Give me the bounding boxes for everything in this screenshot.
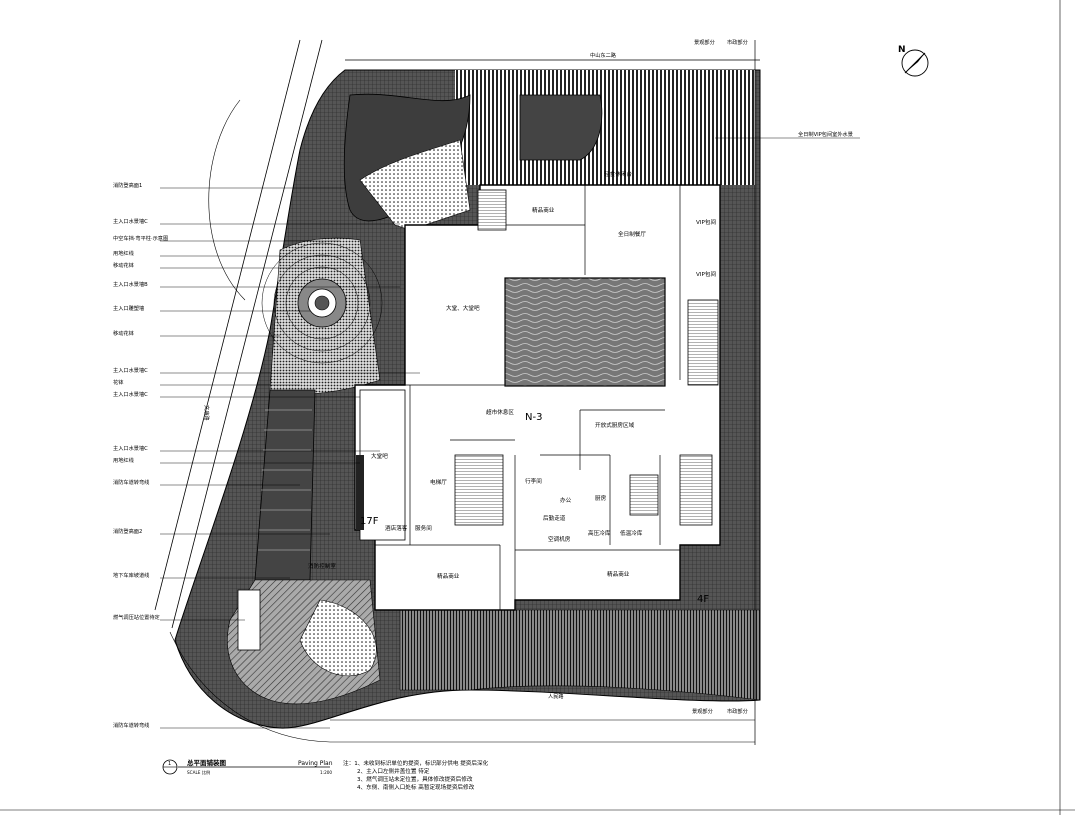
room-high-pressure: 高压冷库 xyxy=(588,529,611,537)
callout-10: 花钵 xyxy=(113,378,124,386)
title-en: Paving Plan xyxy=(298,760,333,767)
room-lobby-bar-left: 大堂吧 xyxy=(371,452,388,460)
street-south-tag-right: 市政部分 xyxy=(727,707,748,715)
title-number: 1 xyxy=(168,761,171,767)
callouts-left xyxy=(160,187,420,729)
stair-core-se xyxy=(679,454,713,526)
room-boutique-retail-top: 精品商业 xyxy=(532,206,555,214)
callout-7: 主入口雕塑墙 xyxy=(113,304,144,312)
room-ac: 空调机房 xyxy=(548,535,571,543)
north-paving-band xyxy=(455,70,755,185)
floor-4f: 4F xyxy=(697,594,709,605)
courtyard-water xyxy=(504,277,666,387)
callout-11: 主入口水景墙C xyxy=(113,390,148,398)
callout-9: 主入口水景墙C xyxy=(113,366,148,374)
zone-code: N-3 xyxy=(525,412,542,423)
note-3: 3、燃气调压站未定位置，具体修改提资后修改 xyxy=(357,775,473,783)
room-vip-2: VIP包间 xyxy=(696,270,716,278)
callout-right: 全日制VIP包间室外水景 xyxy=(798,130,853,138)
building: 精品商业 全日制餐厅 VIP包间 VIP包间 大堂、大堂吧 大堂吧 电梯厅 超市… xyxy=(308,170,721,611)
callout-5: 移动花钵 xyxy=(113,261,135,269)
room-luggage: 行李间 xyxy=(525,477,542,485)
street-south-tag-left: 景观部分 xyxy=(692,707,713,715)
street-west: 文庙路 xyxy=(203,405,211,421)
notes: 注：1、未收到标识单位的提资，标识部分供电 提资后深化 2、主入口左侧井盖位置 … xyxy=(343,759,489,791)
callout-17: 燃气调压站位置待定 xyxy=(113,613,160,621)
floor-17f: 17F xyxy=(360,516,379,527)
interior-walls xyxy=(375,185,681,610)
title-block: 1 总平面铺装图 Paving Plan SCALE 比例 1:200 xyxy=(162,758,333,776)
room-fire-control: 消防控制室 xyxy=(308,562,336,570)
north-arrow: N xyxy=(898,45,929,77)
callout-14: 消防车道转弯线 xyxy=(113,478,149,486)
room-staff-corridor: 后勤走道 xyxy=(543,514,566,522)
room-guest-area: 超市休息区 xyxy=(486,408,514,416)
callout-2: 主入口水景墙C xyxy=(113,217,148,225)
room-office: 办公 xyxy=(560,496,572,504)
note-2: 2、主入口左侧井盖位置 待定 xyxy=(357,767,430,775)
callout-1: 消防登高面1 xyxy=(113,181,142,189)
south-dotted xyxy=(299,599,377,677)
service-dark-strip xyxy=(356,455,364,530)
north-water-feature-2 xyxy=(519,94,603,161)
title-scale-value: 1:200 xyxy=(320,770,332,775)
room-service: 服务间 xyxy=(415,524,432,532)
room-open-kitchen: 开放式厨房区域 xyxy=(595,421,635,429)
street-north: 中山东二路 xyxy=(590,51,617,59)
lift-core-1 xyxy=(454,454,504,526)
callout-4: 用地红线 xyxy=(113,249,134,257)
note-1: 注：1、未收到标识单位的提资，标识部分供电 提资后深化 xyxy=(343,759,489,767)
room-low-pressure: 低温冷库 xyxy=(620,529,643,537)
callout-12: 主入口水景墙C xyxy=(113,444,148,452)
lobby-bar-left xyxy=(359,389,406,541)
callout-16: 地下车库坡道线 xyxy=(113,571,149,579)
stair-core-east xyxy=(687,299,719,386)
callout-3: 中空车挡·弯平柱·示意图 xyxy=(113,234,168,242)
callout-6: 主入口水景墙B xyxy=(113,280,148,288)
site-lines xyxy=(154,39,760,745)
room-boutique-south-a: 精品商业 xyxy=(437,572,460,580)
callout-13: 用地红线 xyxy=(113,456,134,464)
callout-18: 消防车道转弯线 xyxy=(113,721,149,729)
title-scale: SCALE 比例 xyxy=(187,769,210,776)
north-arrow-label: N xyxy=(898,45,906,55)
callout-15: 消防登高面2 xyxy=(113,527,142,535)
note-4: 4、东侧、南侧入口处标 高暂定现场提资后修改 xyxy=(357,783,475,791)
parking-stalls xyxy=(258,409,312,551)
room-all-day-dining: 全日制餐厅 xyxy=(618,230,646,238)
stair-core-north xyxy=(477,189,507,231)
stair-core-south xyxy=(629,474,659,516)
street-north-tag-left: 景观部分 xyxy=(694,38,715,46)
room-kitchen: 厨房 xyxy=(595,494,607,502)
room-vip-1: VIP包间 xyxy=(696,218,716,226)
room-lobby-bar: 大堂、大堂吧 xyxy=(446,304,480,312)
street-south: 人民路 xyxy=(548,692,564,700)
callout-8: 移动花钵 xyxy=(113,329,135,337)
south-paving-band xyxy=(399,609,761,701)
main-entrance-sculpture xyxy=(261,242,383,364)
room-hotel-drop: 酒店落客 xyxy=(385,524,408,532)
title-cn: 总平面铺装图 xyxy=(187,758,227,767)
street-north-tag-right: 市政部分 xyxy=(727,38,748,46)
room-vip-veranda: 轻食休闲台 xyxy=(604,170,632,178)
dotted-plaza-1 xyxy=(359,139,471,231)
room-lift-lobby: 电梯厅 xyxy=(430,478,447,486)
room-boutique-south-b: 精品商业 xyxy=(607,570,630,578)
